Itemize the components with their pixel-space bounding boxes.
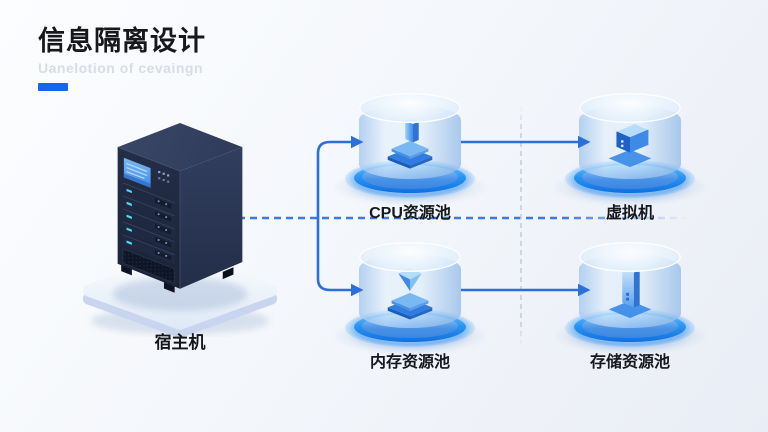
storage-pool-label: 存储资源池 xyxy=(589,354,670,371)
server-vent xyxy=(122,248,176,284)
pool-vm: 虚拟机 xyxy=(554,93,706,223)
memory-crystal-icon xyxy=(387,267,433,320)
page-subtitle: Uanelotion of cevaingn xyxy=(38,60,204,77)
server-drive-bays xyxy=(122,182,175,265)
storage-disk-icon xyxy=(608,265,652,319)
storage-pool-cylinder xyxy=(554,242,706,353)
vm-box-icon xyxy=(608,123,652,168)
pool-cpu: CPU资源池 xyxy=(334,93,486,223)
accent-bar xyxy=(38,83,68,92)
memory-pool-label: 内存资源池 xyxy=(369,354,450,371)
cpu-chip-icon xyxy=(387,118,433,169)
memory-pool-cylinder xyxy=(334,242,486,353)
host-server-icon xyxy=(82,123,278,337)
cpu-pool-label: CPU资源池 xyxy=(369,205,451,222)
vm-pool-cylinder xyxy=(554,93,706,204)
pool-storage: 存储资源池 xyxy=(554,242,706,372)
vm-pool-label: 虚拟机 xyxy=(605,205,654,222)
header: 信息隔离设计 Uanelotion of cevaingn xyxy=(38,26,206,92)
page-title: 信息隔离设计 xyxy=(38,26,206,56)
pool-memory: 内存资源池 xyxy=(334,242,486,372)
cpu-pool-cylinder xyxy=(334,93,486,204)
host-label: 宿主机 xyxy=(154,333,206,352)
